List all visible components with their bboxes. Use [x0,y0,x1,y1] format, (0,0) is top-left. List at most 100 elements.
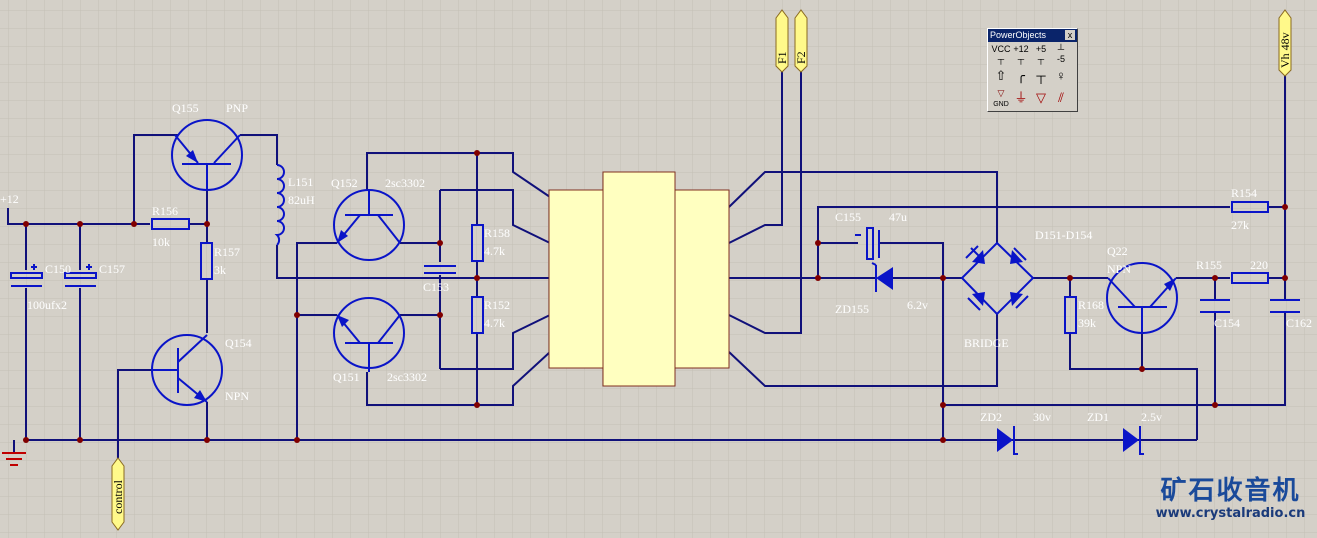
net-label-vh[interactable]: Vh 48v [1278,9,1292,77]
resistor-r157[interactable] [200,242,213,280]
gnd-terminal-icon[interactable]: ▽GND [993,88,1009,108]
r152-label: R152 [484,298,510,312]
c157-label: C157 [99,262,125,276]
transistor-q22[interactable] [1106,262,1178,334]
q155-type: PNP [226,101,248,115]
zener-zd1[interactable] [1123,426,1144,455]
arrow-terminal-icon[interactable]: ⇧ [995,68,1007,83]
net-label-control[interactable]: control [111,457,125,531]
r154-value: 27k [1231,218,1249,232]
r154-label: R154 [1231,186,1257,200]
r158-label: R158 [484,226,510,240]
chassis-ground-icon[interactable]: ⫽ [1058,90,1064,105]
zd2-value: 30v [1033,410,1051,424]
watermark-name: 矿石收音机 [1160,476,1301,506]
q22-type: NPN [1107,262,1131,276]
component-labels: +12 Q155 PNP R156 10k R157 3k C150 C157 … [0,101,1312,424]
vcc-label: +12 [0,192,19,206]
vh-text: Vh 48v [1278,32,1292,68]
minus5-text: -5 [1056,54,1065,64]
probe-terminal-icon[interactable]: ♀ [1056,68,1066,83]
q152-label: Q152 [331,176,358,190]
resistor-r152[interactable] [471,296,484,334]
zd155-value: 6.2v [907,298,928,312]
transistor-q155[interactable] [171,119,243,191]
q22-label: Q22 [1107,244,1128,258]
vcc-text: VCC [991,44,1011,54]
resistor-r156[interactable] [151,218,190,230]
q151-label: Q151 [333,370,360,384]
inductor-l151[interactable] [274,164,285,246]
r156-value: 10k [152,235,170,249]
c155-label: C155 [835,210,861,224]
vcc-terminal-icon[interactable]: VCC┬ [991,44,1011,64]
r168-label: R168 [1078,298,1104,312]
zener-zd2[interactable] [997,426,1018,455]
c162-label: C162 [1286,316,1312,330]
q154-type: NPN [225,389,249,403]
resistor-r154[interactable] [1231,201,1269,213]
bridge-label: BRIDGE [964,336,1009,350]
r155-value: 220 [1250,258,1268,272]
capacitor-c150[interactable] [10,264,43,287]
minus5-terminal-icon[interactable]: ┴-5 [1056,44,1065,64]
zener-zd155[interactable] [871,262,893,292]
l151-label: L151 [288,175,313,189]
resistor-r168[interactable] [1064,296,1077,334]
q152-type: 2sc3302 [385,176,425,190]
power-objects-palette[interactable]: PowerObjects x VCC┬ +12┬ +5┬ ┴-5 ⇧ ╭ ┬ ♀… [987,28,1078,112]
l151-value: 82uH [288,193,315,207]
net-label-f1[interactable]: F1 [775,9,789,73]
f2-text: F2 [794,51,808,64]
q155-label: Q155 [172,101,199,115]
r157-label: R157 [214,245,240,259]
palette-title: PowerObjects [990,30,1047,40]
r168-value: 39k [1078,316,1096,330]
r158-value: 4.7k [484,244,505,258]
palette-titlebar[interactable]: PowerObjects x [988,29,1077,42]
c155-value: 47u [889,210,907,224]
bridge-ref: D151-D154 [1035,228,1092,242]
zd155-label: ZD155 [835,302,869,316]
transistor-q152[interactable] [333,189,405,261]
transistor-q154[interactable] [151,334,223,406]
transformer[interactable] [548,171,730,387]
capacitor-c154[interactable] [1200,299,1230,313]
capacitor-c153[interactable] [424,265,456,274]
bridge-rectifier[interactable] [960,241,1035,316]
net-label-f2[interactable]: F2 [794,9,808,73]
resistor-r158[interactable] [471,224,484,262]
watermark-logo: 矿石收音机 www.crystalradio.cn [1148,476,1313,521]
switch-terminal-icon[interactable]: ╭ [1017,68,1025,83]
plus5-text: +5 [1035,44,1047,54]
r156-label: R156 [152,204,178,218]
ground-icon[interactable] [2,452,26,466]
c153-label: C153 [423,280,449,294]
q151-type: 2sc3302 [387,370,427,384]
plus12-terminal-icon[interactable]: +12┬ [1013,44,1029,64]
tee-terminal-icon[interactable]: ┬ [1036,68,1046,83]
c150-value: 100ufx2 [27,298,67,312]
gnd-text: GND [993,101,1009,108]
capacitor-c157[interactable] [64,264,97,287]
zd1-label: ZD1 [1087,410,1109,424]
control-text: control [111,479,125,514]
junctions [23,150,1288,443]
resistor-r155[interactable] [1231,272,1269,284]
close-icon[interactable]: x [1065,30,1075,40]
c150-label: C150 [45,262,71,276]
signal-ground-icon[interactable]: ▽ [1036,90,1046,105]
q154-label: Q154 [225,336,252,350]
capacitor-c155[interactable] [855,227,880,260]
transistor-q151[interactable] [333,297,405,372]
plus12-text: +12 [1013,44,1029,54]
watermark-url: www.crystalradio.cn [1155,506,1306,521]
earth-ground-icon[interactable]: ⏚ [1014,90,1028,105]
capacitor-c162[interactable] [1270,299,1300,313]
zd1-value: 2.5v [1141,410,1162,424]
zd2-label: ZD2 [980,410,1002,424]
c154-label: C154 [1214,316,1240,330]
r152-value: 4.7k [484,316,505,330]
plus5-terminal-icon[interactable]: +5┬ [1035,44,1047,64]
